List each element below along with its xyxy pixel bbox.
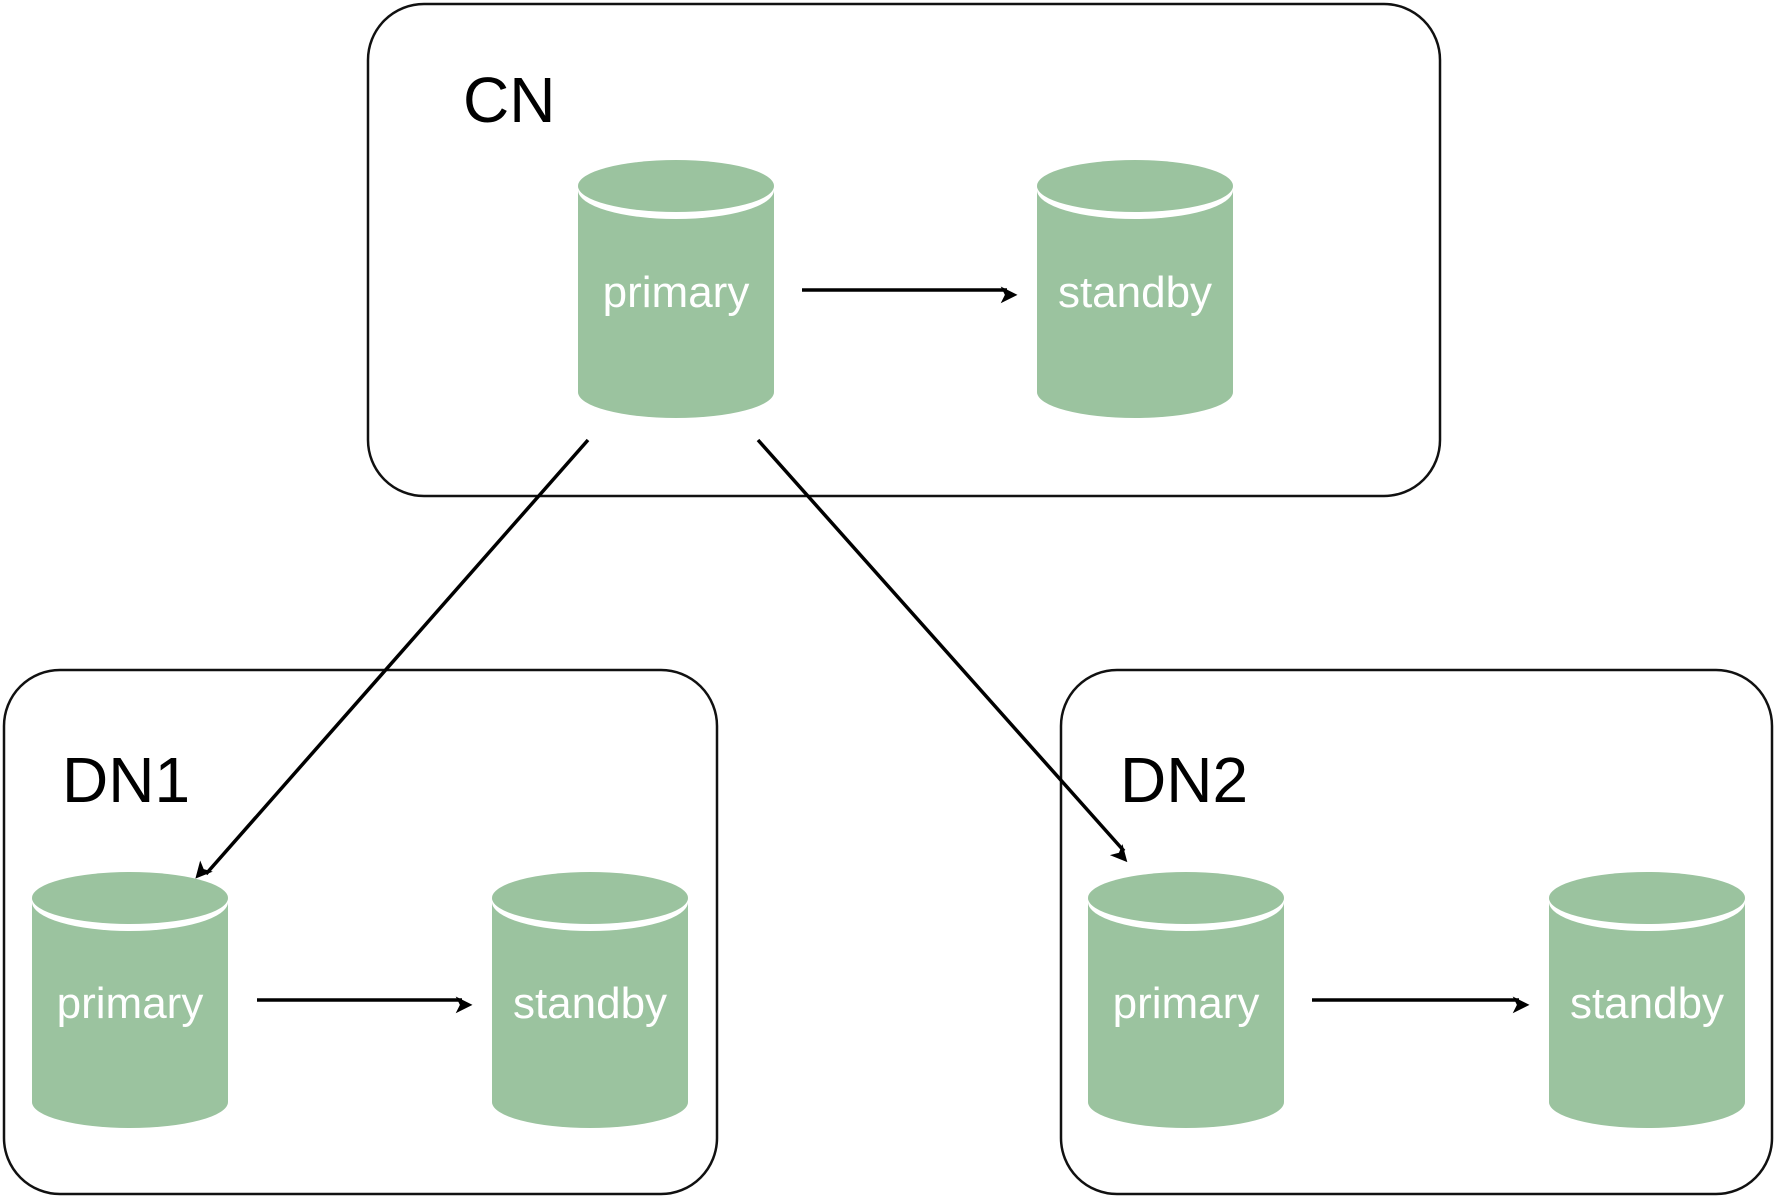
group-dn2-label: DN2 [1120,744,1248,816]
cn-primary-label: primary [603,268,750,317]
group-dn1-label: DN1 [62,744,190,816]
dn2-primary-label: primary [1113,979,1260,1028]
arrow-cn-primary-to-dn2-primary [756,438,1128,863]
database-cylinder-icon [1088,872,1284,1128]
database-cylinder-icon [1549,872,1745,1128]
arrow-cn-primary-to-dn1-primary [195,438,590,879]
arrows [195,286,1530,1014]
group-cn-label: CN [463,64,555,136]
dn1-primary-label: primary [57,979,204,1028]
cn-standby-database: standby [1037,160,1233,418]
group-dn1: DN1 primary standby [2,668,719,1196]
database-cylinder-icon [578,160,774,418]
database-cylinder-icon [32,872,228,1128]
cn-primary-database: primary [578,160,774,418]
group-dn2: DN2 primary standby [1059,668,1774,1196]
dn1-standby-database: standby [492,872,688,1128]
group-cn: CN primary standby [366,2,1442,498]
database-cylinder-icon [492,872,688,1128]
dn2-standby-label: standby [1570,979,1724,1028]
database-cylinder-icon [1037,160,1233,418]
dn1-standby-label: standby [513,979,667,1028]
dn2-primary-database: primary [1088,872,1284,1128]
dn1-primary-database: primary [32,872,228,1128]
cn-standby-label: standby [1058,268,1212,317]
dn2-standby-database: standby [1549,872,1745,1128]
